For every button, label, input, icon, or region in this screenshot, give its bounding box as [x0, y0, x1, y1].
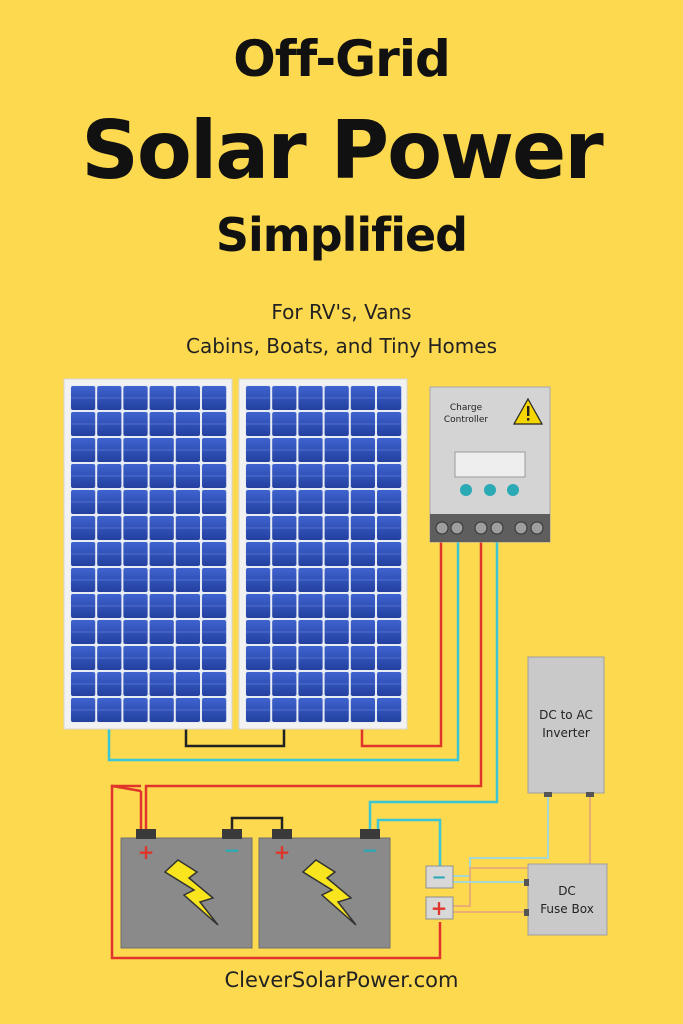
inverter-positive-wire — [452, 794, 591, 907]
controller-label-1: Charge — [450, 403, 483, 413]
main-positive-wire — [110, 784, 442, 960]
controller-button-2 — [484, 484, 496, 496]
lightning-bolt-icon — [163, 859, 219, 926]
controller-button-1 — [460, 484, 472, 496]
dc-to-ac-inverter: DC to AC Inverter — [527, 656, 605, 797]
subtitle-line-1: For RV's, Vans — [271, 300, 412, 324]
controller-label-2: Controller — [444, 415, 489, 425]
controller-display — [454, 451, 526, 478]
controller-terminal-strip — [430, 514, 550, 542]
fuse-box-label-1: DC — [558, 884, 576, 898]
title-line-2: Solar Power — [81, 104, 604, 197]
warning-triangle-icon — [512, 397, 544, 425]
charge-controller: Charge Controller — [429, 386, 551, 543]
battery-jumper-wire — [230, 816, 284, 830]
positive-bus-bar: + — [425, 896, 454, 920]
title-line-1: Off-Grid — [233, 30, 451, 88]
lightning-bolt-icon — [301, 859, 357, 926]
battery-2-plus: + — [274, 840, 291, 864]
solar-panel-2 — [238, 378, 408, 730]
inverter-label-1: DC to AC — [539, 708, 593, 722]
inverter-label-2: Inverter — [542, 726, 590, 740]
battery-2: + − — [258, 829, 391, 949]
main-negative-wire — [376, 818, 442, 868]
fuse-box-label-2: Fuse Box — [540, 902, 594, 916]
panel-negative-wire — [107, 542, 460, 762]
battery-1-minus: − — [224, 838, 241, 862]
battery-positive-wire — [144, 542, 483, 832]
bus-plus-symbol: + — [431, 896, 448, 920]
battery-2-minus: − — [362, 838, 379, 862]
panel-jumper-wire — [184, 728, 286, 748]
battery-1-plus: + — [138, 840, 155, 864]
website-url: CleverSolarPower.com — [224, 968, 459, 992]
controller-button-3 — [507, 484, 519, 496]
dc-fuse-box: DC Fuse Box — [524, 863, 608, 936]
title-line-3: Simplified — [215, 208, 468, 262]
wiring — [107, 542, 591, 960]
battery-negative-wire — [368, 542, 499, 832]
negative-bus-bar: − — [425, 865, 454, 889]
solar-panel-1 — [63, 378, 233, 730]
battery-1: + − — [120, 829, 253, 949]
bus-minus-symbol: − — [431, 867, 446, 888]
subtitle-line-2: Cabins, Boats, and Tiny Homes — [186, 334, 497, 358]
inverter-negative-wire — [452, 794, 549, 877]
panel-positive-wire — [360, 542, 443, 748]
